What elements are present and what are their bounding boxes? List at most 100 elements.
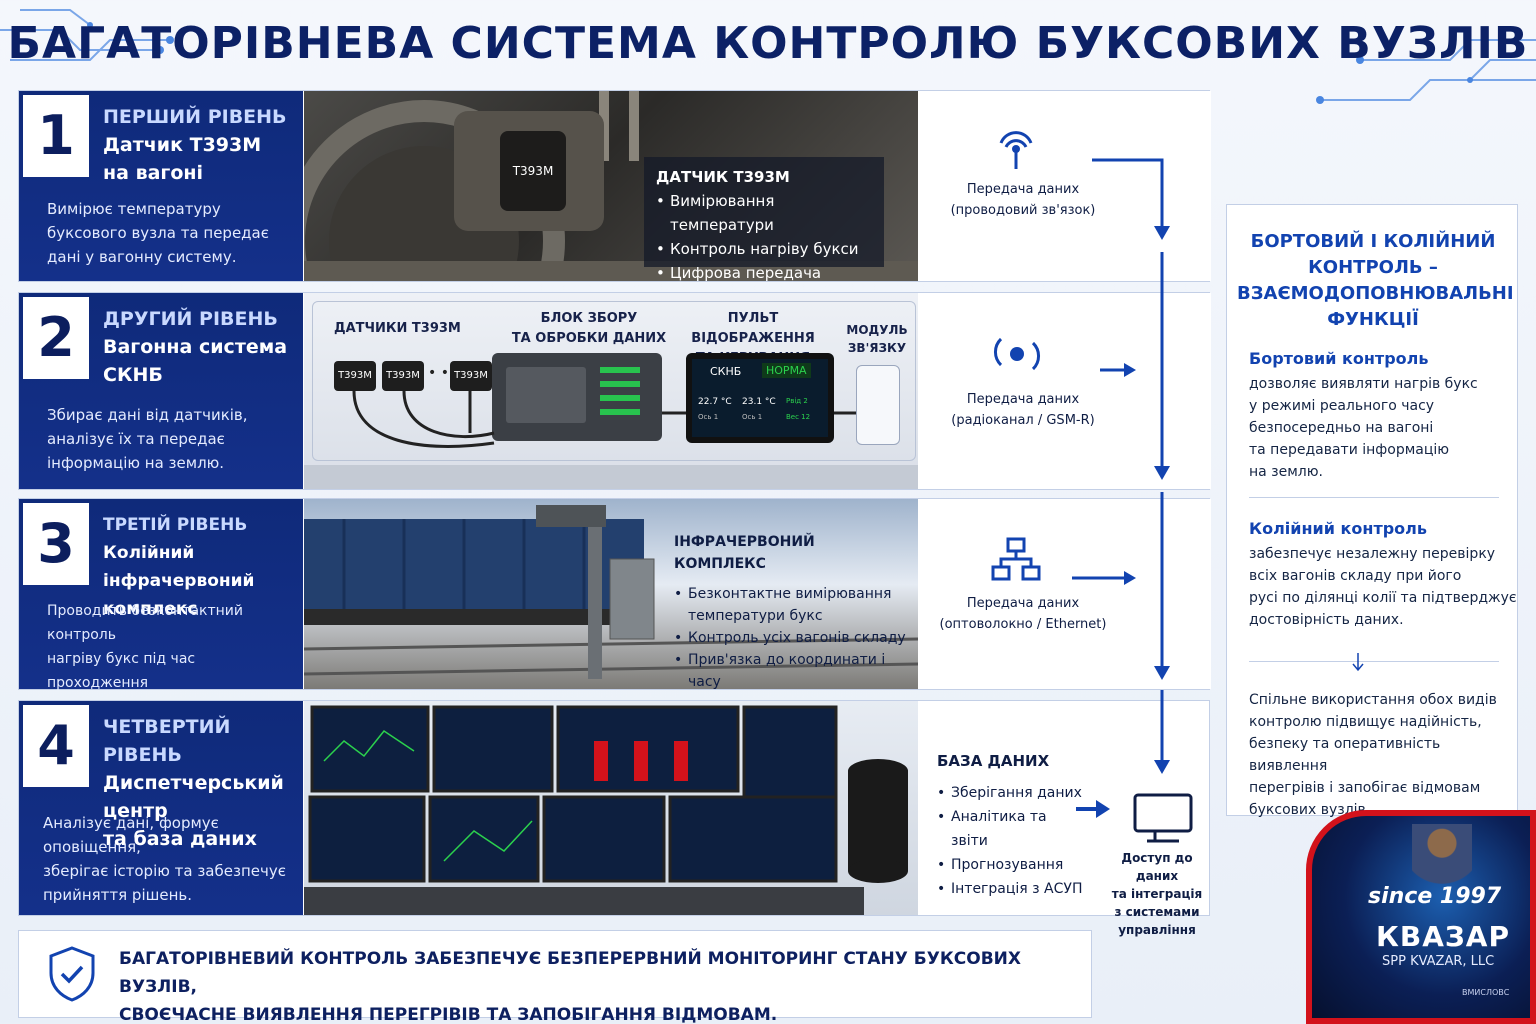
page-title: БАГАТОРІВНЕВА СИСТЕМА КОНТРОЛЮ БУКСОВИХ … xyxy=(7,18,1529,69)
shield-check-icon xyxy=(49,946,95,1002)
display-screen: СКНБ НОРМА 22.7 °С Ось 1 23.1 °С Ось 1 Р… xyxy=(692,359,828,437)
comm-label: Передача даних (радіоканал / GSM-R) xyxy=(925,389,1121,431)
sensor-device: Т393М xyxy=(500,131,566,211)
ir-overlay: ІНФРАЧЕРВОНИЙ КОМПЛЕКС Безконтактне вимі… xyxy=(674,531,910,689)
level-title-line3: СКНБ xyxy=(103,364,163,386)
desc-line: Проводить безконтактний контроль xyxy=(47,603,243,643)
access-label: Доступ до даних та інтеграція з системам… xyxy=(1105,849,1209,939)
temp2: 23.1 °С xyxy=(742,397,776,407)
level-title: ЧЕТВЕРТИЙ РІВЕНЬ Диспетчерський центр та… xyxy=(103,713,299,853)
module-label-line: ЗВ'ЯЗКУ xyxy=(847,341,907,355)
overlay-bullets: Зберігання даних Аналітика та звіти Прог… xyxy=(937,781,1087,901)
level-title-line1: ТРЕТІЙ РІВЕНЬ xyxy=(103,515,248,535)
temp1-sub: Ось 1 xyxy=(698,413,719,421)
unit-buttons xyxy=(600,367,640,423)
arrow-right-icon xyxy=(1076,800,1110,818)
comm-line: (проводовий зв'язок) xyxy=(950,203,1096,218)
database-overlay: БАЗА ДАНИХ Зберігання даних Аналітика та… xyxy=(937,749,1087,901)
circuit-decoration-left xyxy=(0,9,174,61)
level-title-line3: на вагоні xyxy=(103,162,204,184)
banner-line: СВОЄЧАСНЕ ВИЯВЛЕННЯ ПЕРЕГРІВІВ ТА ЗАПОБІ… xyxy=(119,1005,778,1024)
level-2-header: 2 ДРУГИЙ РІВЕНЬ Вагонна система СКНБ Зби… xyxy=(19,293,303,489)
level-number: 4 xyxy=(23,705,89,787)
onboard-control-text: дозволяє виявляти нагрів букс у режимі р… xyxy=(1249,373,1511,483)
bullet-item: Прив'язка до координати і часу xyxy=(674,649,910,689)
banner-line: БАГАТОРІВНЕВИЙ КОНТРОЛЬ ЗАБЕЗПЕЧУЄ БЕЗПЕ… xyxy=(119,949,1021,997)
level-title-line2: Вагонна система xyxy=(103,336,288,358)
comm-line: Доступ до даних xyxy=(1121,851,1193,883)
level-title-line1: ДРУГИЙ РІВЕНЬ xyxy=(103,308,278,330)
panel-title-line: КОНТРОЛЬ – xyxy=(1308,257,1438,278)
desc-line: прийняття рішень. xyxy=(43,886,192,904)
module-label: МОДУЛЬ ЗВ'ЯЗКУ xyxy=(844,321,910,357)
level-title-line2: Колійний інфрачервоний xyxy=(103,543,255,591)
level-title-line1: ЧЕТВЕРТИЙ РІВЕНЬ xyxy=(103,716,231,766)
panel-title-line: ФУНКЦІЇ xyxy=(1327,309,1419,330)
monitor-icon xyxy=(1133,793,1193,843)
overlay-bullets: Вимірювання температури Контроль нагріву… xyxy=(656,189,872,281)
sensor-box: Т393М xyxy=(382,361,424,391)
panel-title: БОРТОВИЙ І КОЛІЙНИЙ КОНТРОЛЬ – ВЗАЄМОДОП… xyxy=(1237,229,1514,333)
dispatch-center-photo xyxy=(304,701,918,915)
text-line: безпеку та оперативність виявлення xyxy=(1249,736,1441,774)
text-line: та передавати інформацію xyxy=(1249,442,1450,458)
level-number: 2 xyxy=(23,297,89,379)
mini-value-1: Рвід 2 xyxy=(786,397,808,405)
divider xyxy=(1249,661,1499,662)
divider xyxy=(1249,497,1499,498)
mini-value-2: Вес 12 xyxy=(786,413,811,421)
level-1-row: 1 ПЕРШИЙ РІВЕНЬ Датчик Т393М на вагоні В… xyxy=(18,90,1211,282)
radio-signal-icon xyxy=(994,337,1040,371)
panel-title-line: ВЗАЄМОДОПОВНЮВАЛЬНІ xyxy=(1237,283,1514,304)
unit-label-line: БЛОК ЗБОРУ xyxy=(540,311,638,326)
bullet-item: Безконтактне вимірювання температури бук… xyxy=(674,583,910,627)
text-line: достовірність даних. xyxy=(1249,612,1404,628)
arrow-down-icon xyxy=(1352,653,1364,672)
logo-person-silhouette xyxy=(1412,824,1472,888)
desc-line: нагріву букс під час проходження xyxy=(47,651,196,691)
desc-line: Аналізує дані, формує оповіщення, xyxy=(43,814,219,856)
overlay-title: БАЗА ДАНИХ xyxy=(937,752,1050,770)
level-4-header: 4 ЧЕТВЕРТИЙ РІВЕНЬ Диспетчерський центр … xyxy=(19,701,303,915)
bullet-item: Контроль нагріву букси xyxy=(656,237,872,261)
wheel-illustration xyxy=(304,91,918,281)
onboard-control-title: Бортовий контроль xyxy=(1249,349,1429,368)
text-line: всіх вагонів складу при його xyxy=(1249,568,1462,584)
unit-label-line: ТА ОБРОБКИ ДАНИХ xyxy=(511,331,667,346)
wagon-sensor-photo: Т393М ДАТЧИК Т393М Вимірювання температу… xyxy=(304,91,918,281)
circuit-decoration-right xyxy=(1316,39,1536,104)
level-title-line3: комплекс xyxy=(103,599,198,619)
processing-unit xyxy=(492,353,662,441)
text-line: на землю. xyxy=(1249,464,1323,480)
infrared-complex-photo: ІНФРАЧЕРВОНИЙ КОМПЛЕКС Безконтактне вимі… xyxy=(304,499,918,689)
level-title-line1: ПЕРШИЙ РІВЕНЬ xyxy=(103,106,287,128)
bullet-item: Цифрова передача даних xyxy=(656,261,872,281)
text-line: перегрівів і запобігає відмовам xyxy=(1249,780,1481,796)
logo-since: since 1997 xyxy=(1368,884,1502,909)
screen-status: НОРМА xyxy=(762,363,811,378)
desc-line: зберігає історію та забезпечує xyxy=(43,862,286,880)
kvazar-logo: since 1997 КВАЗАР SPP KVAZAR, LLC ВМИСЛО… xyxy=(1306,810,1536,1024)
level-1-header: 1 ПЕРШИЙ РІВЕНЬ Датчик Т393М на вагоні В… xyxy=(19,91,303,281)
bullet-item: Інтеграція з АСУП xyxy=(937,877,1087,901)
text-line: Спільне використання обох видів xyxy=(1249,692,1497,708)
level-title: ДРУГИЙ РІВЕНЬ Вагонна система СКНБ xyxy=(103,305,299,389)
comm-label: Передача даних (проводовий зв'язок) xyxy=(925,179,1121,221)
comm-line: з системами xyxy=(1114,905,1200,919)
level-description: Аналізує дані, формує оповіщення, зберіг… xyxy=(43,811,301,907)
control-display: СКНБ НОРМА 22.7 °С Ось 1 23.1 °С Ось 1 Р… xyxy=(686,353,834,443)
comm-line: Передача даних xyxy=(966,182,1080,197)
sensor-overlay-box: ДАТЧИК Т393М Вимірювання температури Кон… xyxy=(644,157,884,281)
desc-line: аналізує їх та передає xyxy=(47,430,225,448)
text-line: у режимі реального часу xyxy=(1249,398,1435,414)
comm-line: управління xyxy=(1118,923,1196,937)
overlay-bullets: Безконтактне вимірювання температури бук… xyxy=(674,583,910,689)
comm-line: Передача даних xyxy=(966,596,1080,611)
level-title: ПЕРШИЙ РІВЕНЬ Датчик Т393М на вагоні xyxy=(103,103,299,187)
sensors-label: ДАТЧИКИ Т393М xyxy=(334,321,461,336)
unit-label: БЛОК ЗБОРУ ТА ОБРОБКИ ДАНИХ xyxy=(504,309,674,349)
track-control-title: Колійний контроль xyxy=(1249,519,1427,538)
desc-line: дані у вагонну систему. xyxy=(47,248,237,266)
overlay-title: ІНФРАЧЕРВОНИЙ КОМПЛЕКС xyxy=(674,534,815,572)
comm-module xyxy=(856,365,900,445)
